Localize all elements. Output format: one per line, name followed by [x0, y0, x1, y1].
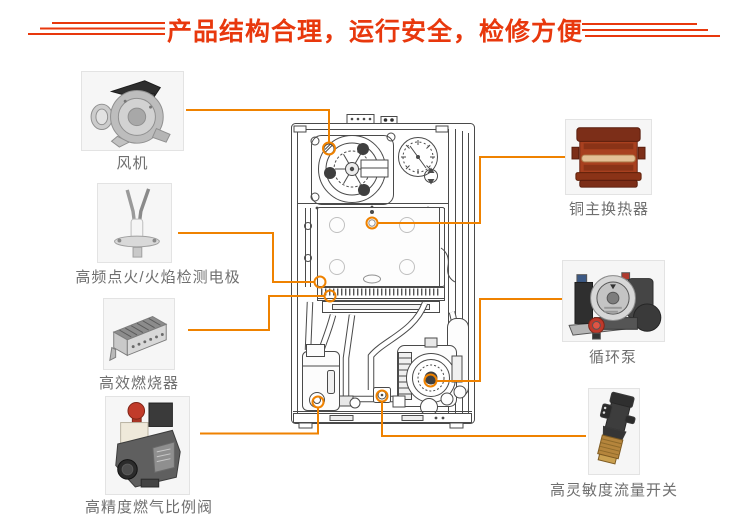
burner-card — [103, 298, 175, 370]
title-decoration-right — [582, 23, 720, 37]
flow-switch-card — [588, 388, 640, 475]
fan-photo — [90, 80, 171, 148]
connector-electrode — [178, 232, 314, 283]
boiler-combustion-chamber — [297, 203, 456, 287]
gas-valve-card — [105, 396, 190, 495]
heat-exchanger-card — [565, 119, 652, 195]
boiler-gas-valve — [302, 344, 340, 411]
page-title: 产品结构合理，运行安全，检修方便 — [166, 18, 583, 46]
boiler-heat-exchanger-fins — [317, 287, 445, 313]
connector-fan — [186, 109, 330, 142]
connector-heat-exchanger — [378, 156, 565, 224]
gas-valve-photo — [115, 402, 181, 488]
fan-label: 风机 — [116, 155, 149, 172]
marker-flow-switch — [375, 389, 389, 403]
marker-heat-exchanger — [365, 216, 379, 230]
connector-pump — [437, 298, 562, 382]
electrode-photo — [114, 188, 160, 258]
flow-switch-label: 高灵敏度流量开关 — [549, 482, 678, 499]
heat-exchanger-label: 铜主换热器 — [568, 201, 649, 218]
marker-burner — [323, 289, 337, 303]
marker-gas-valve — [311, 395, 325, 409]
connector-gas-valve — [200, 408, 319, 435]
boiler-diagram — [291, 114, 475, 429]
marker-pump — [423, 373, 438, 388]
heat-exchanger-photo — [571, 127, 646, 188]
burner-label: 高效燃烧器 — [98, 375, 179, 392]
connector-burner — [188, 295, 324, 331]
pump-card — [562, 260, 665, 342]
boiler-flue-gauge — [398, 137, 438, 185]
ignition-electrode-label: 高频点火/火焰检测电极 — [75, 269, 241, 286]
flow-switch-photo — [597, 391, 636, 465]
pump-photo — [568, 272, 662, 340]
marker-electrode — [313, 275, 327, 289]
pump-label: 循环泵 — [588, 349, 637, 366]
connector-markers — [311, 141, 438, 409]
marker-fan — [322, 141, 336, 156]
burner-photo — [109, 315, 168, 362]
connector-lines — [178, 109, 586, 437]
connector-flow-switch — [381, 402, 586, 437]
ignition-electrode-card — [97, 183, 172, 263]
title-decoration-left — [28, 22, 165, 35]
fan-card — [81, 71, 184, 151]
gas-valve-label: 高精度燃气比例阀 — [84, 499, 213, 516]
